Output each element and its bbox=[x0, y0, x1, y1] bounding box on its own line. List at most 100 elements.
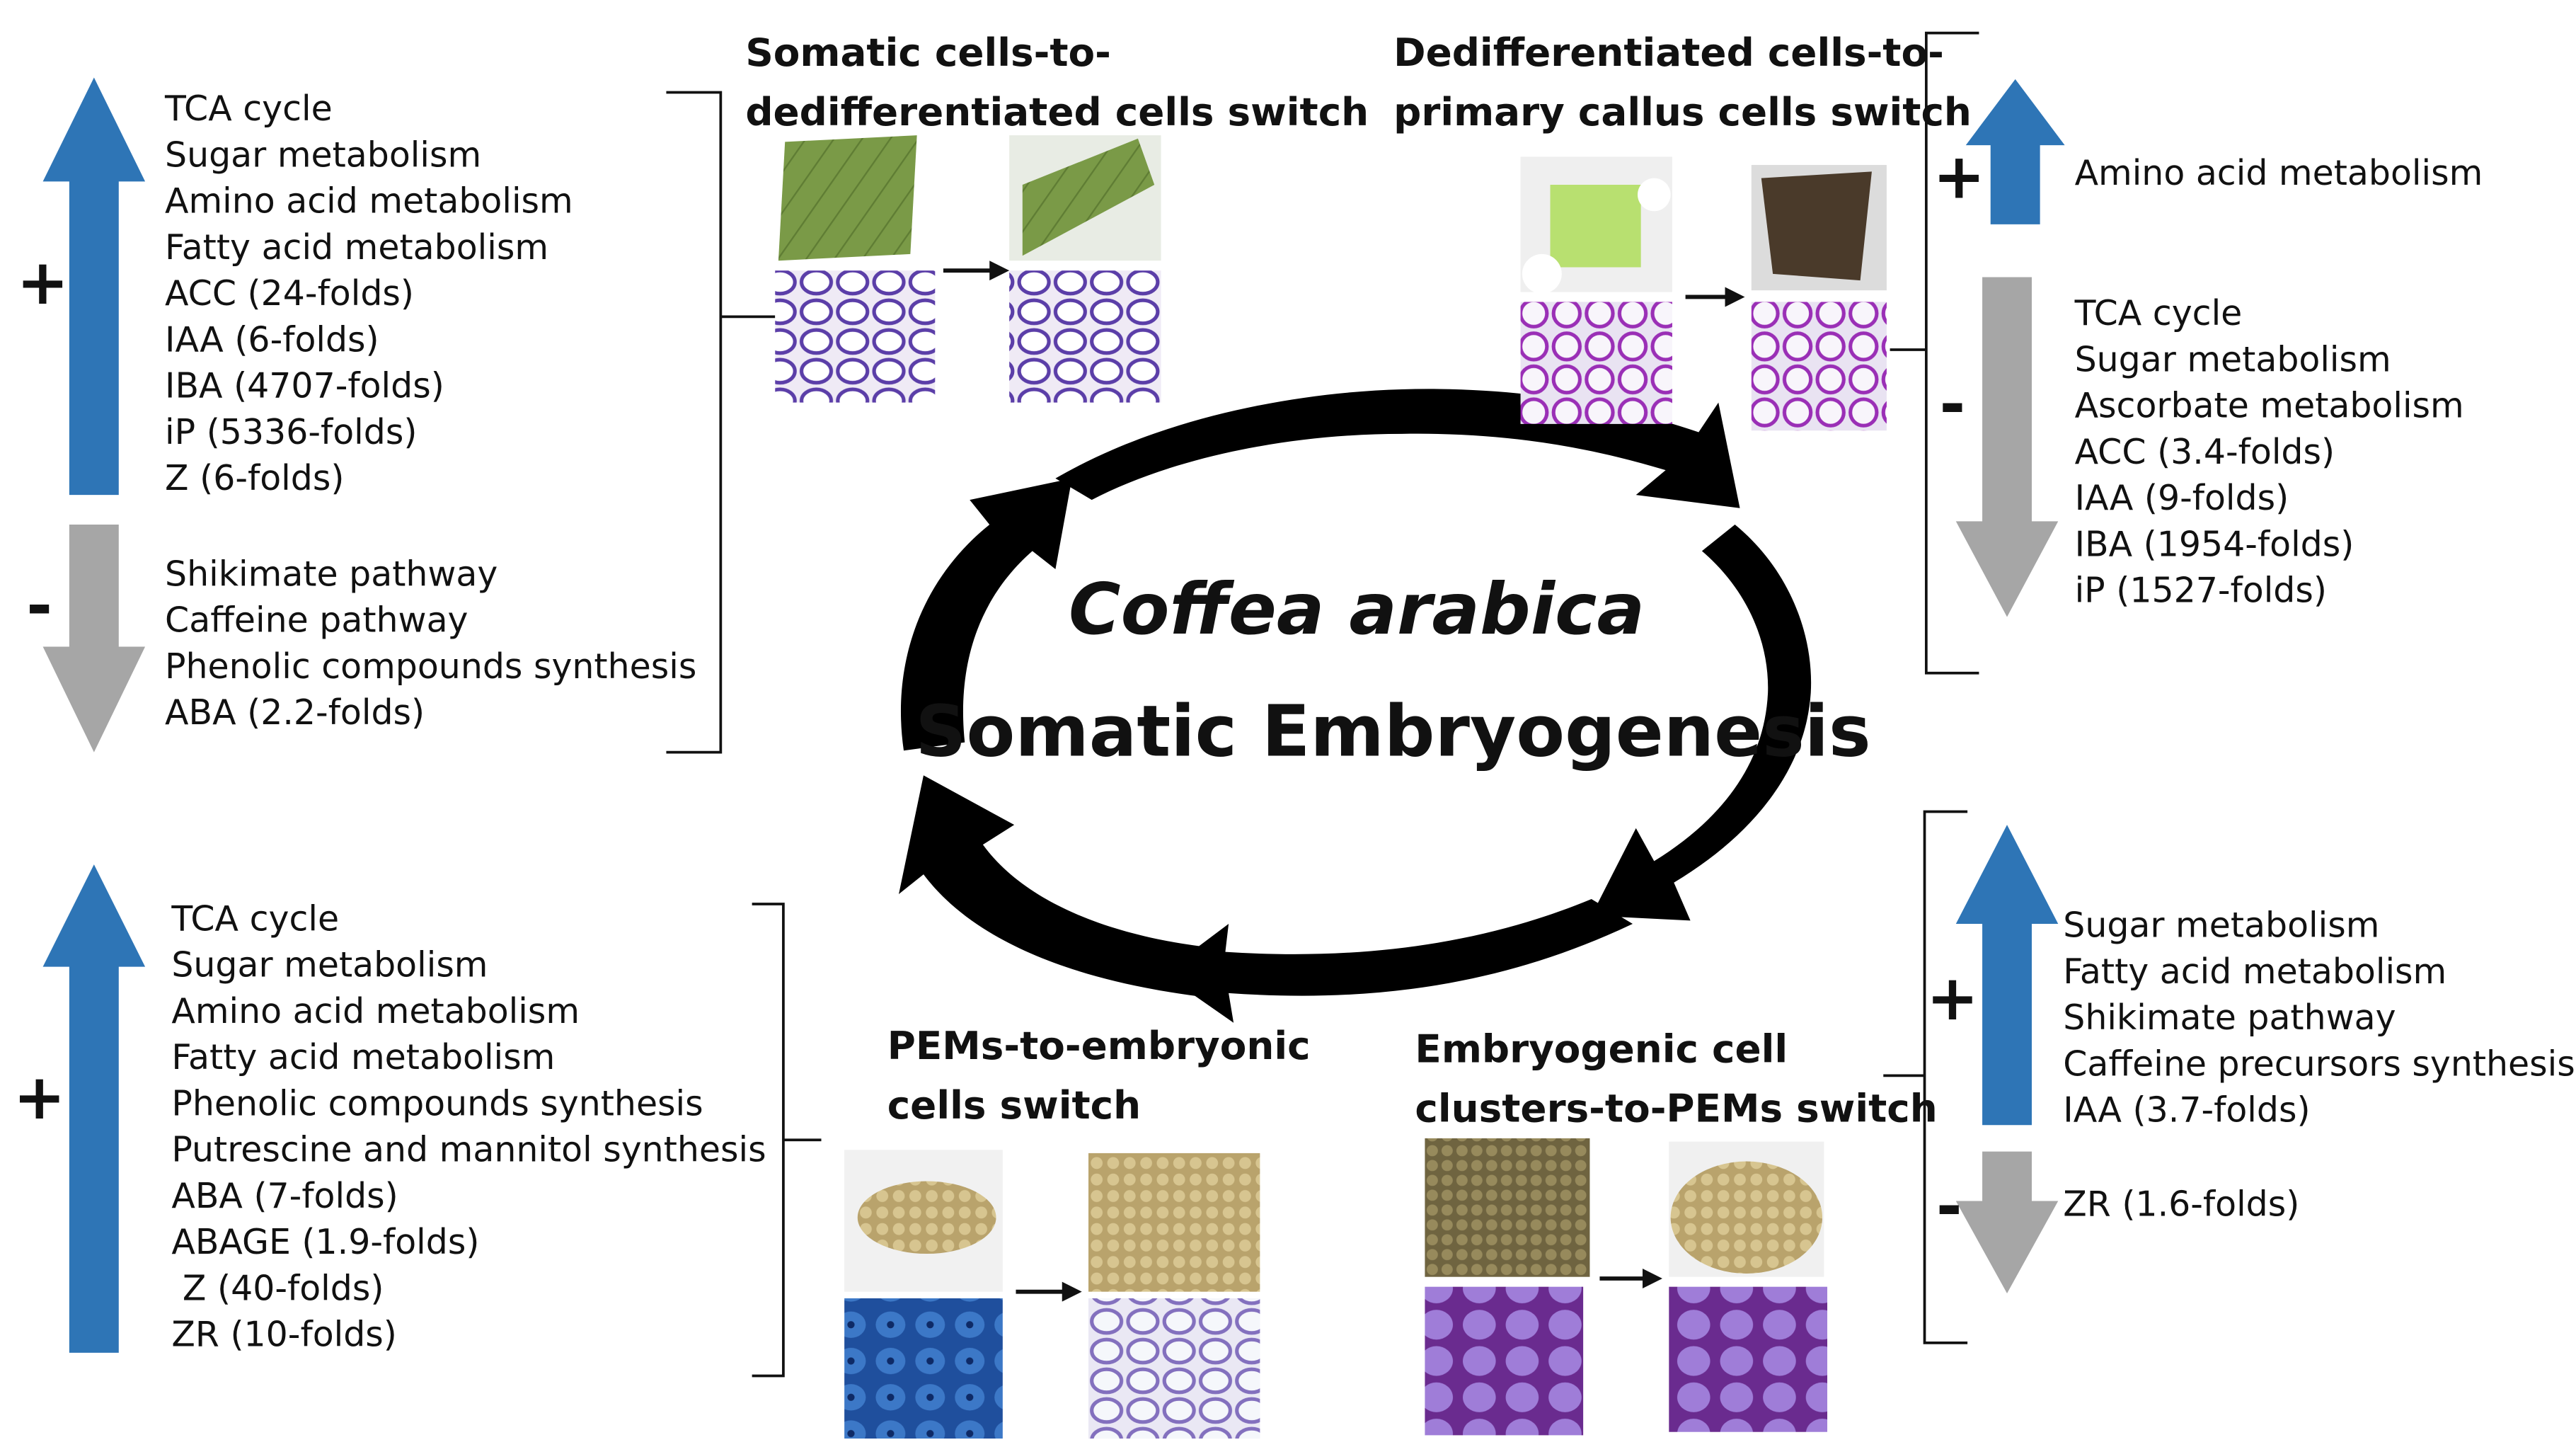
panel1-arrows bbox=[42, 77, 146, 753]
panel3-title: PEMs-to-embryonic cells switch bbox=[887, 1016, 1311, 1135]
list-item: Fatty acid metabolism bbox=[2063, 951, 2447, 992]
list-item: Z (6-folds) bbox=[165, 458, 345, 498]
panel4-arrows bbox=[1955, 825, 2059, 1293]
panel1-up-sign: + bbox=[16, 246, 69, 319]
list-item: Amino acid metabolism bbox=[2074, 153, 2483, 193]
panel3-images bbox=[844, 1150, 1260, 1439]
panel3-title-line1: PEMs-to-embryonic bbox=[887, 1022, 1311, 1070]
panel3-title-line2: cells switch bbox=[887, 1082, 1142, 1128]
panel4-title-line1: Embryogenic cell bbox=[1415, 1026, 1788, 1073]
panel4-up-list: Sugar metabolism Fatty acid metabolism S… bbox=[2063, 903, 2575, 1133]
panel3-arrows bbox=[42, 864, 146, 1353]
list-item: IBA (4707-folds) bbox=[165, 366, 444, 406]
list-item: IBA (1954-folds) bbox=[2074, 525, 2354, 564]
panel1-bracket bbox=[666, 91, 776, 754]
brackets bbox=[666, 31, 1979, 1378]
panel2-title: Dedifferentiated cells-to- primary callu… bbox=[1393, 23, 1972, 142]
list-item: TCA cycle bbox=[165, 88, 333, 129]
list-item: Amino acid metabolism bbox=[171, 991, 580, 1031]
panel4-images bbox=[1425, 1138, 1828, 1436]
micrograph-before bbox=[775, 270, 936, 403]
panel4-down-arrow bbox=[1955, 1151, 2059, 1293]
panel3-up-sign: + bbox=[13, 1060, 66, 1133]
panel1-down-sign: - bbox=[26, 568, 53, 642]
panel2-up-sign: + bbox=[1933, 140, 1986, 213]
panel4-down-sign: - bbox=[1936, 1169, 1962, 1242]
panel1-down-list: Shikimate pathway Caffeine pathway Pheno… bbox=[165, 551, 696, 736]
cycle-arrow-bottom bbox=[1162, 899, 1633, 1023]
list-item: ZR (10-folds) bbox=[171, 1315, 397, 1355]
micrograph-pems-2 bbox=[1669, 1286, 1828, 1432]
panel1-up-arrow bbox=[42, 77, 146, 496]
list-item: Amino acid metabolism bbox=[165, 181, 573, 222]
panel4-down-list: ZR (1.6-folds) bbox=[2063, 1182, 2299, 1228]
list-item: Z (40-folds) bbox=[171, 1269, 384, 1308]
list-item: Sugar metabolism bbox=[2074, 340, 2391, 379]
panel3-bracket bbox=[752, 903, 822, 1378]
panel2-up-arrow bbox=[1965, 79, 2065, 224]
list-item: IAA (3.7-folds) bbox=[2063, 1090, 2311, 1131]
panel2-down-arrow bbox=[1955, 277, 2059, 617]
micrograph-after bbox=[1009, 270, 1161, 403]
list-item: IAA (9-folds) bbox=[2074, 478, 2289, 518]
list-item: ZR (1.6-folds) bbox=[2063, 1184, 2300, 1225]
list-item: Caffeine pathway bbox=[165, 600, 468, 641]
list-item: Phenolic compounds synthesis bbox=[171, 1084, 703, 1123]
panel2-down-list: TCA cycle Sugar metabolism Ascorbate met… bbox=[2075, 290, 2464, 614]
list-item: Putrescine and mannitol synthesis bbox=[171, 1130, 766, 1170]
panel2-title-line1: Dedifferentiated cells-to- bbox=[1393, 29, 1944, 76]
panel4-up-sign: + bbox=[1926, 961, 1979, 1035]
panel2-bracket bbox=[1890, 31, 1979, 675]
list-item: IAA (6-folds) bbox=[165, 320, 379, 360]
panel3-up-list: TCA cycle Sugar metabolism Amino acid me… bbox=[171, 896, 766, 1357]
panel4-up-arrow bbox=[1955, 825, 2059, 1126]
panel1-title-line1: Somatic cells-to- bbox=[745, 29, 1111, 76]
list-item: Phenolic compounds synthesis bbox=[165, 646, 697, 687]
micrograph-callus-before bbox=[1520, 302, 1672, 424]
leaf-photo-after bbox=[1022, 138, 1155, 256]
panel2-up-list: Amino acid metabolism bbox=[2075, 150, 2483, 196]
panel2-images bbox=[1520, 156, 1887, 431]
panel1-images bbox=[775, 135, 1161, 403]
list-item: ACC (24-folds) bbox=[165, 273, 414, 314]
list-item: Fatty acid metabolism bbox=[165, 227, 549, 268]
list-item: ABA (2.2-folds) bbox=[165, 692, 425, 733]
panel4-title: Embryogenic cell clusters-to-PEMs switch bbox=[1415, 1019, 1937, 1138]
micrograph-callus-after bbox=[1751, 302, 1887, 431]
list-item: Shikimate pathway bbox=[2063, 997, 2396, 1038]
list-item: Fatty acid metabolism bbox=[171, 1037, 556, 1077]
panel3-up-arrow bbox=[42, 864, 146, 1353]
panel1-up-list: TCA cycle Sugar metabolism Amino acid me… bbox=[165, 86, 573, 501]
list-item: Ascorbate metabolism bbox=[2074, 386, 2464, 426]
list-item: iP (1527-folds) bbox=[2074, 571, 2327, 611]
panel2-arrows bbox=[1955, 79, 2065, 617]
panel4-bracket bbox=[1883, 810, 1968, 1344]
clusters-photo bbox=[1425, 1138, 1590, 1277]
cycle-arrow-left bbox=[900, 478, 1072, 751]
list-item: Sugar metabolism bbox=[2063, 905, 2380, 946]
list-item: Sugar metabolism bbox=[165, 135, 482, 176]
panel2-title-line2: primary callus cells switch bbox=[1393, 88, 1972, 136]
leaf-photo-before bbox=[778, 135, 917, 261]
center-species: Coffea arabica bbox=[1069, 568, 1645, 652]
list-item: ACC (3.4-folds) bbox=[2074, 432, 2335, 472]
micrograph-pems bbox=[844, 1298, 1003, 1439]
center-process: Somatic Embryogenesis bbox=[915, 691, 1871, 774]
micrograph-clusters bbox=[1425, 1286, 1584, 1436]
panel1-down-arrow bbox=[42, 525, 146, 753]
list-item: Caffeine precursors synthesis bbox=[2063, 1044, 2575, 1085]
panel2-down-sign: - bbox=[1939, 367, 1966, 441]
panel1-title: Somatic cells-to- dedifferentiated cells… bbox=[745, 23, 1369, 142]
list-item: iP (5336-folds) bbox=[165, 412, 418, 452]
panel4-title-line2: clusters-to-PEMs switch bbox=[1415, 1085, 1938, 1132]
list-item: ABAGE (1.9-folds) bbox=[171, 1222, 480, 1262]
panel1-title-line2: dedifferentiated cells switch bbox=[745, 88, 1369, 136]
pems-photo-2 bbox=[1670, 1161, 1823, 1274]
list-item: TCA cycle bbox=[2074, 293, 2243, 333]
embryonic-photo bbox=[1088, 1153, 1260, 1292]
cycle-arrow-right bbox=[1591, 525, 1812, 921]
list-item: TCA cycle bbox=[171, 899, 340, 939]
list-item: Shikimate pathway bbox=[165, 554, 498, 594]
